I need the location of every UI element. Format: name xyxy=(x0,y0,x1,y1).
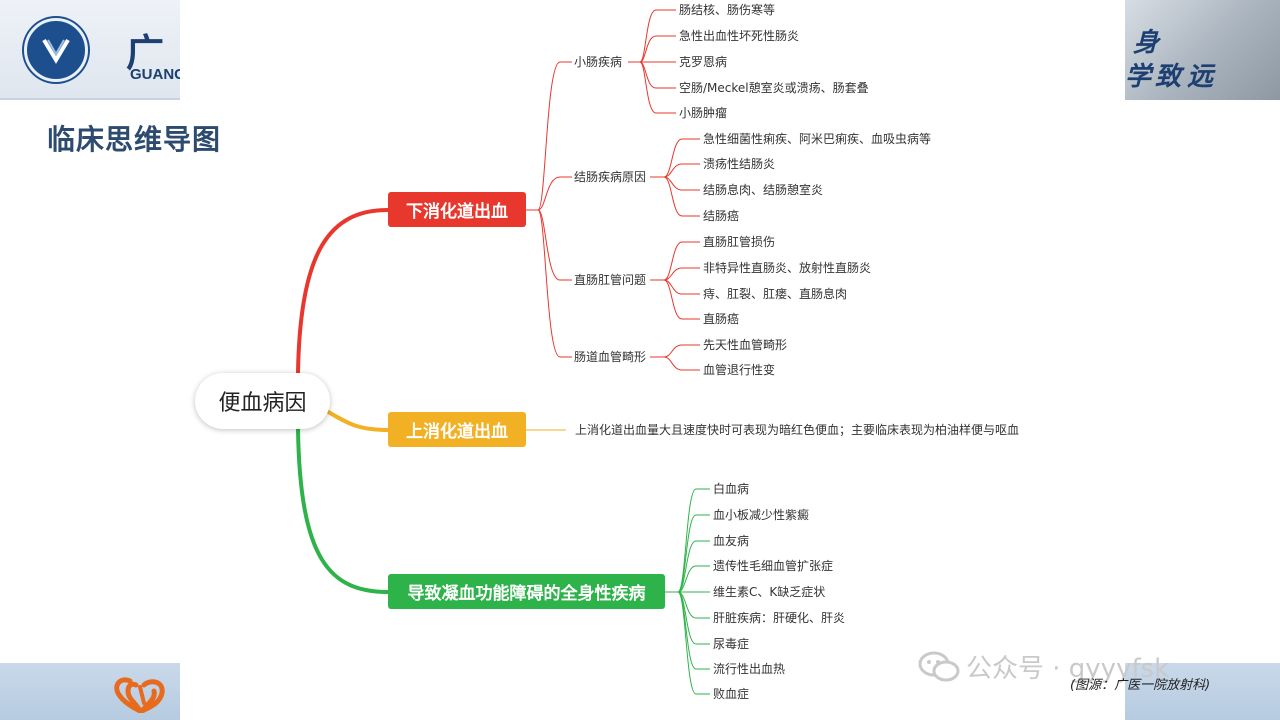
group-colon: 结肠疾病原因 xyxy=(574,170,647,184)
connector-root-green xyxy=(296,428,389,594)
leaf-item: 直肠肛管损伤 xyxy=(703,235,776,249)
footer-banner-left xyxy=(0,663,180,720)
university-seal-logo xyxy=(24,18,88,82)
image-source-caption: (图源：广医一院放射科) xyxy=(1070,678,1211,693)
leaf-item: 克罗恩病 xyxy=(679,55,728,69)
motto-char: 身 xyxy=(1133,28,1160,58)
leaf-item: 痔、肛裂、肛瘘、直肠息肉 xyxy=(703,287,848,301)
university-name-en: GUANGZ xyxy=(130,66,180,83)
leaf-item: 结肠息肉、结肠憩室炎 xyxy=(703,183,824,197)
leaf-item: 直肠癌 xyxy=(703,312,740,326)
motto-char: 远 xyxy=(1187,62,1214,92)
leaf-item: 非特异性直肠炎、放射性直肠炎 xyxy=(703,261,872,275)
watermark-text: 公众号 · gyyyfsk xyxy=(966,654,1170,684)
footer-banner-right xyxy=(1125,663,1280,720)
leaf-item: 急性出血性坏死性肠炎 xyxy=(679,29,800,43)
connector-root-orange xyxy=(323,408,389,432)
header-banner-right: 身 学 致 远 xyxy=(1125,0,1280,100)
leaf-item: 流行性出血热 xyxy=(713,662,786,676)
leaf-item: 白血病 xyxy=(713,482,750,496)
leaf-item: 溃疡性结肠炎 xyxy=(703,157,776,171)
leaf-item: 结肠癌 xyxy=(703,209,740,223)
leaf-item: 败血症 xyxy=(713,687,750,701)
motto-char: 致 xyxy=(1155,62,1182,92)
header-banner-left: 广 GUANGZ xyxy=(0,0,180,100)
group-vascular-malformation: 肠道血管畸形 xyxy=(574,350,647,364)
hospital-heart-logo xyxy=(114,677,165,713)
university-name-cn: 广 xyxy=(126,30,167,75)
leaf-item: 肝脏疾病：肝硬化、肝炎 xyxy=(713,611,846,625)
branch-systemic-coagulation-disease: 导致凝血功能障碍的全身性疾病 xyxy=(388,574,665,609)
motto: 身 学 致 远 xyxy=(1125,0,1280,100)
motto-char: 学 xyxy=(1125,62,1152,92)
leaf-item: 肠结核、肠伤寒等 xyxy=(679,3,776,17)
leaf-item: 空肠/Meckel憩室炎或溃疡、肠套叠 xyxy=(679,81,869,95)
leaf-item: 急性细菌性痢疾、阿米巴痢疾、血吸虫病等 xyxy=(703,132,932,146)
leaf-item: 血管退行性变 xyxy=(703,363,776,377)
connector-root-red xyxy=(296,208,389,374)
leaf-item: 尿毒症 xyxy=(713,637,750,651)
connectors-green-items xyxy=(665,488,710,695)
connectors-red-groups xyxy=(526,9,700,371)
page-title: 临床思维导图 xyxy=(47,124,222,155)
wechat-watermark: 公众号 · gyyyfsk xyxy=(918,648,1169,685)
upper-gi-note: 上消化道出血量大且速度快时可表现为暗红色便血；主要临床表现为柏油样便与呕血 xyxy=(575,423,1020,437)
leaf-item: 血小板减少性紫癜 xyxy=(713,508,810,522)
leaf-item: 先天性血管畸形 xyxy=(703,338,788,352)
root-node: 便血病因 xyxy=(195,373,330,429)
leaf-item: 血友病 xyxy=(713,534,750,548)
leaf-item: 维生素C、K缺乏症状 xyxy=(713,585,826,599)
group-small-intestine: 小肠疾病 xyxy=(574,55,623,69)
leaf-item: 遗传性毛细血管扩张症 xyxy=(713,559,834,573)
wechat-icon xyxy=(918,651,960,681)
leaf-item: 小肠肿瘤 xyxy=(679,106,728,120)
branch-upper-gi-bleeding: 上消化道出血 xyxy=(388,412,526,447)
branch-lower-gi-bleeding: 下消化道出血 xyxy=(388,192,526,227)
group-rectum-anus: 直肠肛管问题 xyxy=(574,273,647,287)
